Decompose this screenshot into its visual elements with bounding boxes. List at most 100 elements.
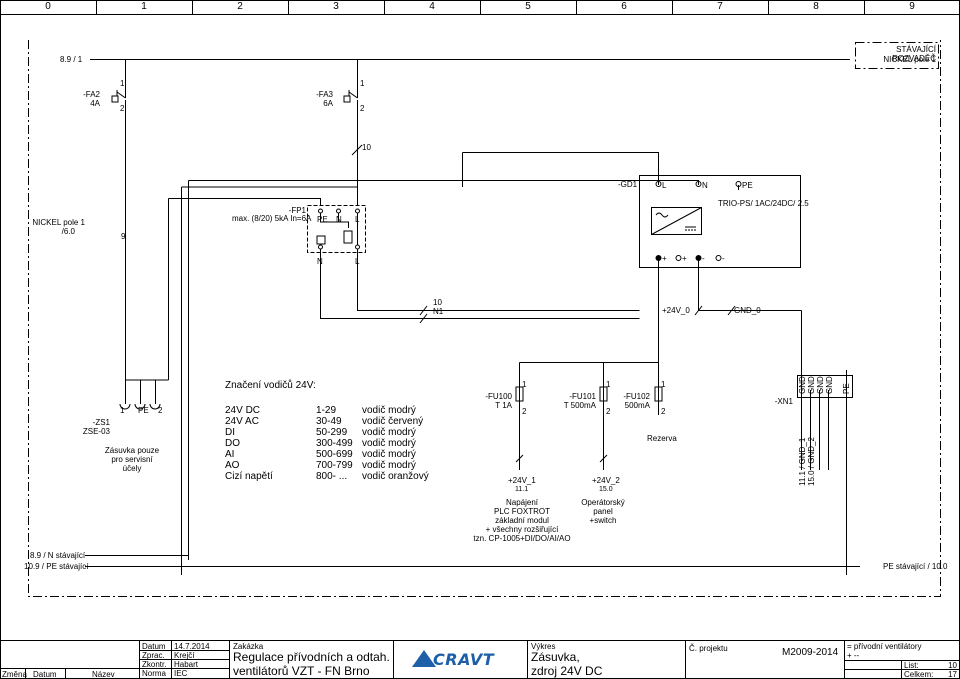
legend-desc: vodič modrý <box>362 427 416 438</box>
wire-10 <box>357 249 640 311</box>
fu102-rezerva: Rezerva <box>647 434 677 443</box>
gd1-terminal-n: N <box>702 181 708 190</box>
tb-zakazka-2: ventilátorů VZT - FN Brno <box>233 664 370 678</box>
existing-cabinet-frame <box>28 40 941 597</box>
fa3-pin-2: 2 <box>360 104 365 113</box>
logo-mark <box>412 650 436 667</box>
ruler-dividers <box>96 0 865 14</box>
fa2-pin-1: 1 <box>120 79 125 88</box>
pe-existing-ref-left: 10.9 / PE stávající <box>24 562 89 571</box>
desc-op-3: +switch <box>589 516 617 525</box>
ruler-col-1: 1 <box>141 1 147 12</box>
zs1-desc-3: účely <box>122 464 142 473</box>
xn1-terminal-wires <box>801 370 847 575</box>
cravt-logo: CRAVT <box>433 650 495 669</box>
fp1-bottom-n: N <box>317 257 323 266</box>
xn1-name: -XN1 <box>774 397 793 406</box>
wire-label-10: 10 <box>433 298 442 307</box>
tb-datum-label: Datum <box>142 642 166 651</box>
gd1-out-minus-1: - <box>702 254 705 263</box>
bus-gnd-label: GND_0 <box>734 306 761 315</box>
fu100-pin-1: 1 <box>522 380 527 389</box>
legend-desc: vodič červený <box>362 416 424 427</box>
desc-plc-2: PLC FOXTROT <box>493 507 551 516</box>
tb-zkontr-value: Habart <box>174 660 199 669</box>
gnd-ref-1: 11.1 / GND_1 <box>798 437 807 486</box>
ruler-col-5: 5 <box>525 1 531 12</box>
tb-nazev: Název <box>92 670 115 679</box>
fa2-name: -FA2 <box>83 90 100 99</box>
desc-plc-1: Napájení <box>505 498 539 507</box>
xn1-terminal-pe: PE <box>842 383 851 394</box>
legend-range: 1-29 <box>316 405 337 416</box>
legend-desc: vodič modrý <box>362 449 416 460</box>
tb-zprac-value: Krejčí <box>174 651 195 660</box>
xn1-terminal-gnd-1: GND <box>798 376 807 394</box>
legend-range: 50-299 <box>316 427 348 438</box>
fu101-name: -FU101 <box>569 392 596 401</box>
zs1-type: ZSE-03 <box>82 427 110 436</box>
n-existing-ref: 8.9 / N stávající <box>30 551 86 560</box>
wire-n-to-gd1 <box>188 180 699 185</box>
legend-range: 700-799 <box>316 460 353 471</box>
out-24v-2: +24V_2 <box>592 476 620 485</box>
legend-code: 24V DC <box>225 405 261 416</box>
gd1-name: -GD1 <box>618 180 638 189</box>
desc-plc-5: tzn. CP-1005+DI/DO/AI/AO <box>473 534 571 543</box>
desc-plc-3: základní modul <box>495 516 549 525</box>
fa3-breaker-symbol <box>343 90 358 112</box>
tb-list-label: List: <box>904 661 919 670</box>
xn1-terminal-block <box>797 375 853 398</box>
tb-datum-col: Datum <box>33 670 57 679</box>
out-24v-2-ref: 15.0 <box>599 486 613 493</box>
fp1-surge-box <box>307 205 366 253</box>
wire-label-n1: N1 <box>433 307 444 316</box>
fu102-pin-2: 2 <box>661 407 666 416</box>
tb-location: + -- <box>847 651 860 660</box>
desc-op-1: Operátorský <box>581 498 625 507</box>
fa3-rating: 6A <box>323 99 333 108</box>
fa2-pin-2: 2 <box>120 104 125 113</box>
fp1-bottom-l: L <box>355 257 360 266</box>
tb-zmena: Změna <box>2 670 27 679</box>
fp1-desc: max. (8/20) 5kA In=6A <box>232 214 312 223</box>
zs1-desc-1: Zásuvka pouze <box>104 446 160 455</box>
gd1-out-plus-1: + <box>662 254 667 263</box>
gd1-terminal-l: L <box>662 181 667 190</box>
gd1-out-plus-2: + <box>682 254 687 263</box>
fu100-pin-2: 2 <box>522 407 527 416</box>
zs1-name: -ZS1 <box>92 418 110 427</box>
wire-label-10-top: 10 <box>362 143 371 152</box>
tb-zprac-label: Zprac. <box>142 651 165 660</box>
tb-zakazka-label: Zakázka <box>233 642 264 651</box>
gd1-out-minus-2: - <box>722 254 725 263</box>
fu101-pin-2: 2 <box>606 407 611 416</box>
tb-norma-value: IEC <box>174 669 188 678</box>
ruler-col-3: 3 <box>333 1 339 12</box>
gd1-terminals <box>655 181 742 261</box>
legend-desc: vodič modrý <box>362 438 416 449</box>
pe-existing-ref-right: PE stávající / 10.0 <box>883 562 948 571</box>
fp1-terminal-pe: PE <box>317 215 328 224</box>
legend-code: AO <box>225 460 240 471</box>
zs1-desc-2: pro servisní <box>111 455 153 464</box>
fa3-pin-1: 1 <box>360 79 365 88</box>
existing-cabinet-title-2: NICKEL pole 1 <box>883 55 936 64</box>
ruler-col-9: 9 <box>909 1 915 12</box>
tb-list-value: 10 <box>948 661 957 670</box>
legend-range: 800- ... <box>316 471 348 482</box>
desc-op-2: panel <box>593 507 613 516</box>
fu100-rating: T 1A <box>495 401 512 410</box>
wire-l-to-gd1 <box>462 152 659 185</box>
nickel-ref-1: NICKEL pole 1 <box>32 218 85 227</box>
fp1-internal <box>316 213 358 245</box>
fu102-rating: 500mA <box>624 401 650 410</box>
fp1-terminal-n: N <box>336 215 342 224</box>
xn1-terminal-gnd-4: GND <box>825 376 834 394</box>
fu102-pin-1: 1 <box>661 380 666 389</box>
fa3-name: -FA3 <box>316 90 333 99</box>
tb-celkem-label: Celkem: <box>904 670 934 679</box>
legend-desc: vodič modrý <box>362 460 416 471</box>
fu101-rating: T 500mA <box>563 401 596 410</box>
